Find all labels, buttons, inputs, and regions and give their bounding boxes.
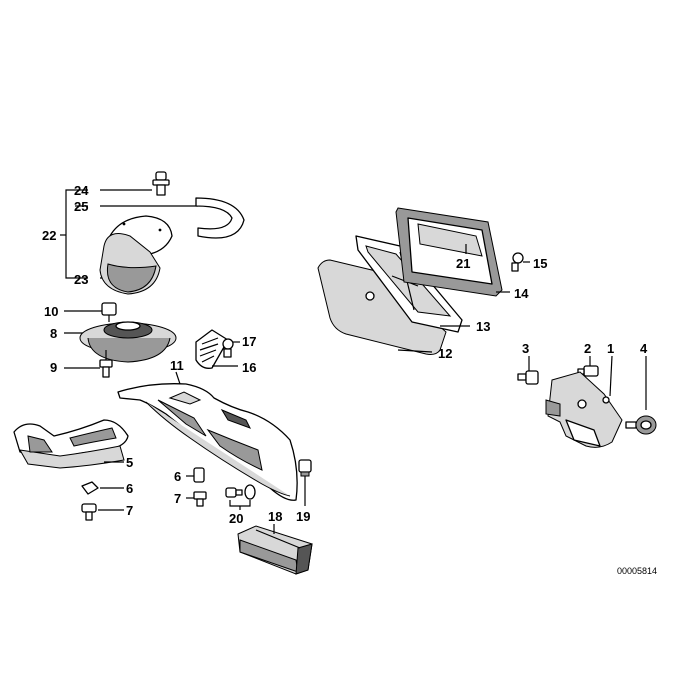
bracket-1 — [545, 371, 623, 448]
label-1: 1 — [607, 341, 614, 356]
drawing-code: 00005814 — [617, 566, 657, 576]
retaining-strip-25 — [195, 197, 245, 239]
label-25: 25 — [74, 199, 88, 214]
frame-14 — [395, 207, 503, 297]
label-7-left: 7 — [126, 503, 133, 518]
bolt-2 — [577, 365, 599, 377]
push-rivet-24 — [152, 171, 170, 196]
screw-9 — [99, 359, 113, 378]
label-6-centre: 6 — [174, 469, 181, 484]
bolt-3 — [517, 370, 539, 385]
fairing-panel-11 — [117, 383, 298, 501]
vent-grille-16 — [195, 329, 229, 369]
label-9: 9 — [50, 360, 57, 375]
label-20: 20 — [229, 511, 243, 526]
rubber-strip-18 — [237, 525, 313, 575]
label-10: 10 — [44, 304, 58, 319]
label-21: 21 — [456, 256, 470, 271]
label-15: 15 — [533, 256, 547, 271]
label-23: 23 — [74, 272, 88, 287]
label-3: 3 — [522, 341, 529, 356]
clip-6-left — [81, 481, 99, 495]
clip-19 — [298, 459, 312, 477]
clip-6-centre — [193, 467, 205, 483]
screw-15 — [511, 252, 524, 272]
screw-7-centre — [193, 491, 207, 507]
trim-5 — [13, 419, 129, 469]
cup-23 — [99, 215, 173, 295]
label-6-left: 6 — [126, 481, 133, 496]
screw-17 — [222, 338, 234, 358]
label-13: 13 — [476, 319, 490, 334]
panel-12 — [317, 259, 447, 355]
label-4: 4 — [640, 341, 648, 356]
screw-7-left — [81, 503, 97, 521]
label-11: 11 — [170, 358, 184, 373]
label-12: 12 — [438, 346, 452, 361]
label-18: 18 — [268, 509, 282, 524]
label-7-centre: 7 — [174, 491, 181, 506]
nut-10 — [101, 302, 117, 316]
label-14: 14 — [514, 286, 529, 301]
label-16: 16 — [242, 360, 256, 375]
housing-8 — [79, 321, 177, 363]
rubber-mount-4 — [625, 415, 657, 435]
label-22: 22 — [42, 228, 56, 243]
screw-20 — [225, 484, 256, 500]
bracket-22-group — [60, 189, 88, 279]
label-24: 24 — [74, 183, 89, 198]
label-19: 19 — [296, 509, 310, 524]
label-2: 2 — [584, 341, 591, 356]
label-5-left: 5 — [126, 455, 133, 470]
label-17: 17 — [242, 334, 256, 349]
label-8: 8 — [50, 326, 57, 341]
